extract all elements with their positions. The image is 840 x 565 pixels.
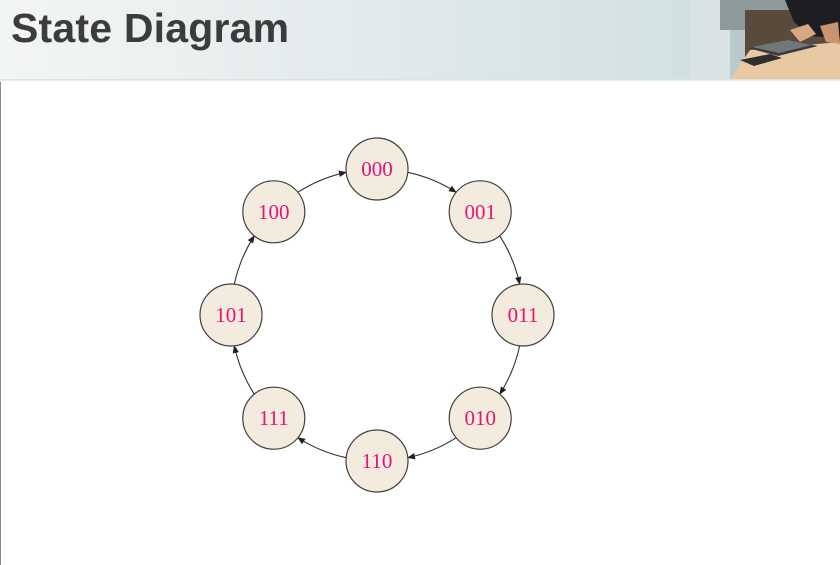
state-label: 110 — [362, 449, 393, 473]
state-circle — [242, 180, 306, 244]
slide-left-border — [0, 82, 1, 565]
transition-arrow-100-000 — [297, 170, 347, 193]
state-node-111: 111 — [242, 386, 306, 450]
state-node-010: 010 — [448, 386, 512, 450]
state-circle — [491, 283, 555, 347]
state-label: 001 — [464, 200, 496, 224]
transition-arrow-001-011 — [499, 235, 522, 285]
state-label: 100 — [258, 200, 290, 224]
transition-arrow-111-101 — [232, 345, 255, 395]
header-divider — [0, 79, 840, 82]
state-circle — [448, 180, 512, 244]
state-circle — [448, 386, 512, 450]
header-photo — [690, 0, 840, 79]
state-label: 011 — [508, 303, 539, 327]
state-node-001: 001 — [448, 180, 512, 244]
state-label: 000 — [361, 157, 393, 181]
state-circle — [199, 283, 263, 347]
state-node-100: 100 — [242, 180, 306, 244]
transition-arrow-010-110 — [407, 437, 457, 460]
slide-header: State Diagram — [0, 0, 840, 79]
transition-arrow-000-001 — [407, 171, 457, 193]
state-node-101: 101 — [199, 283, 263, 347]
state-nodes: 000 001 011 010 110 111 101 100 — [199, 137, 555, 493]
transition-arrow-011-010 — [499, 345, 521, 395]
state-node-011: 011 — [491, 283, 555, 347]
slide-title: State Diagram — [11, 5, 290, 51]
state-circle — [242, 386, 306, 450]
state-node-000: 000 — [345, 137, 409, 201]
state-node-110: 110 — [345, 429, 409, 493]
state-circle — [345, 429, 409, 493]
transition-edges — [232, 170, 522, 460]
state-label: 111 — [259, 406, 289, 430]
state-circle — [345, 137, 409, 201]
state-label: 010 — [464, 406, 496, 430]
state-label: 101 — [215, 303, 247, 327]
transition-arrow-110-111 — [297, 437, 347, 459]
transition-arrow-101-100 — [233, 235, 255, 285]
